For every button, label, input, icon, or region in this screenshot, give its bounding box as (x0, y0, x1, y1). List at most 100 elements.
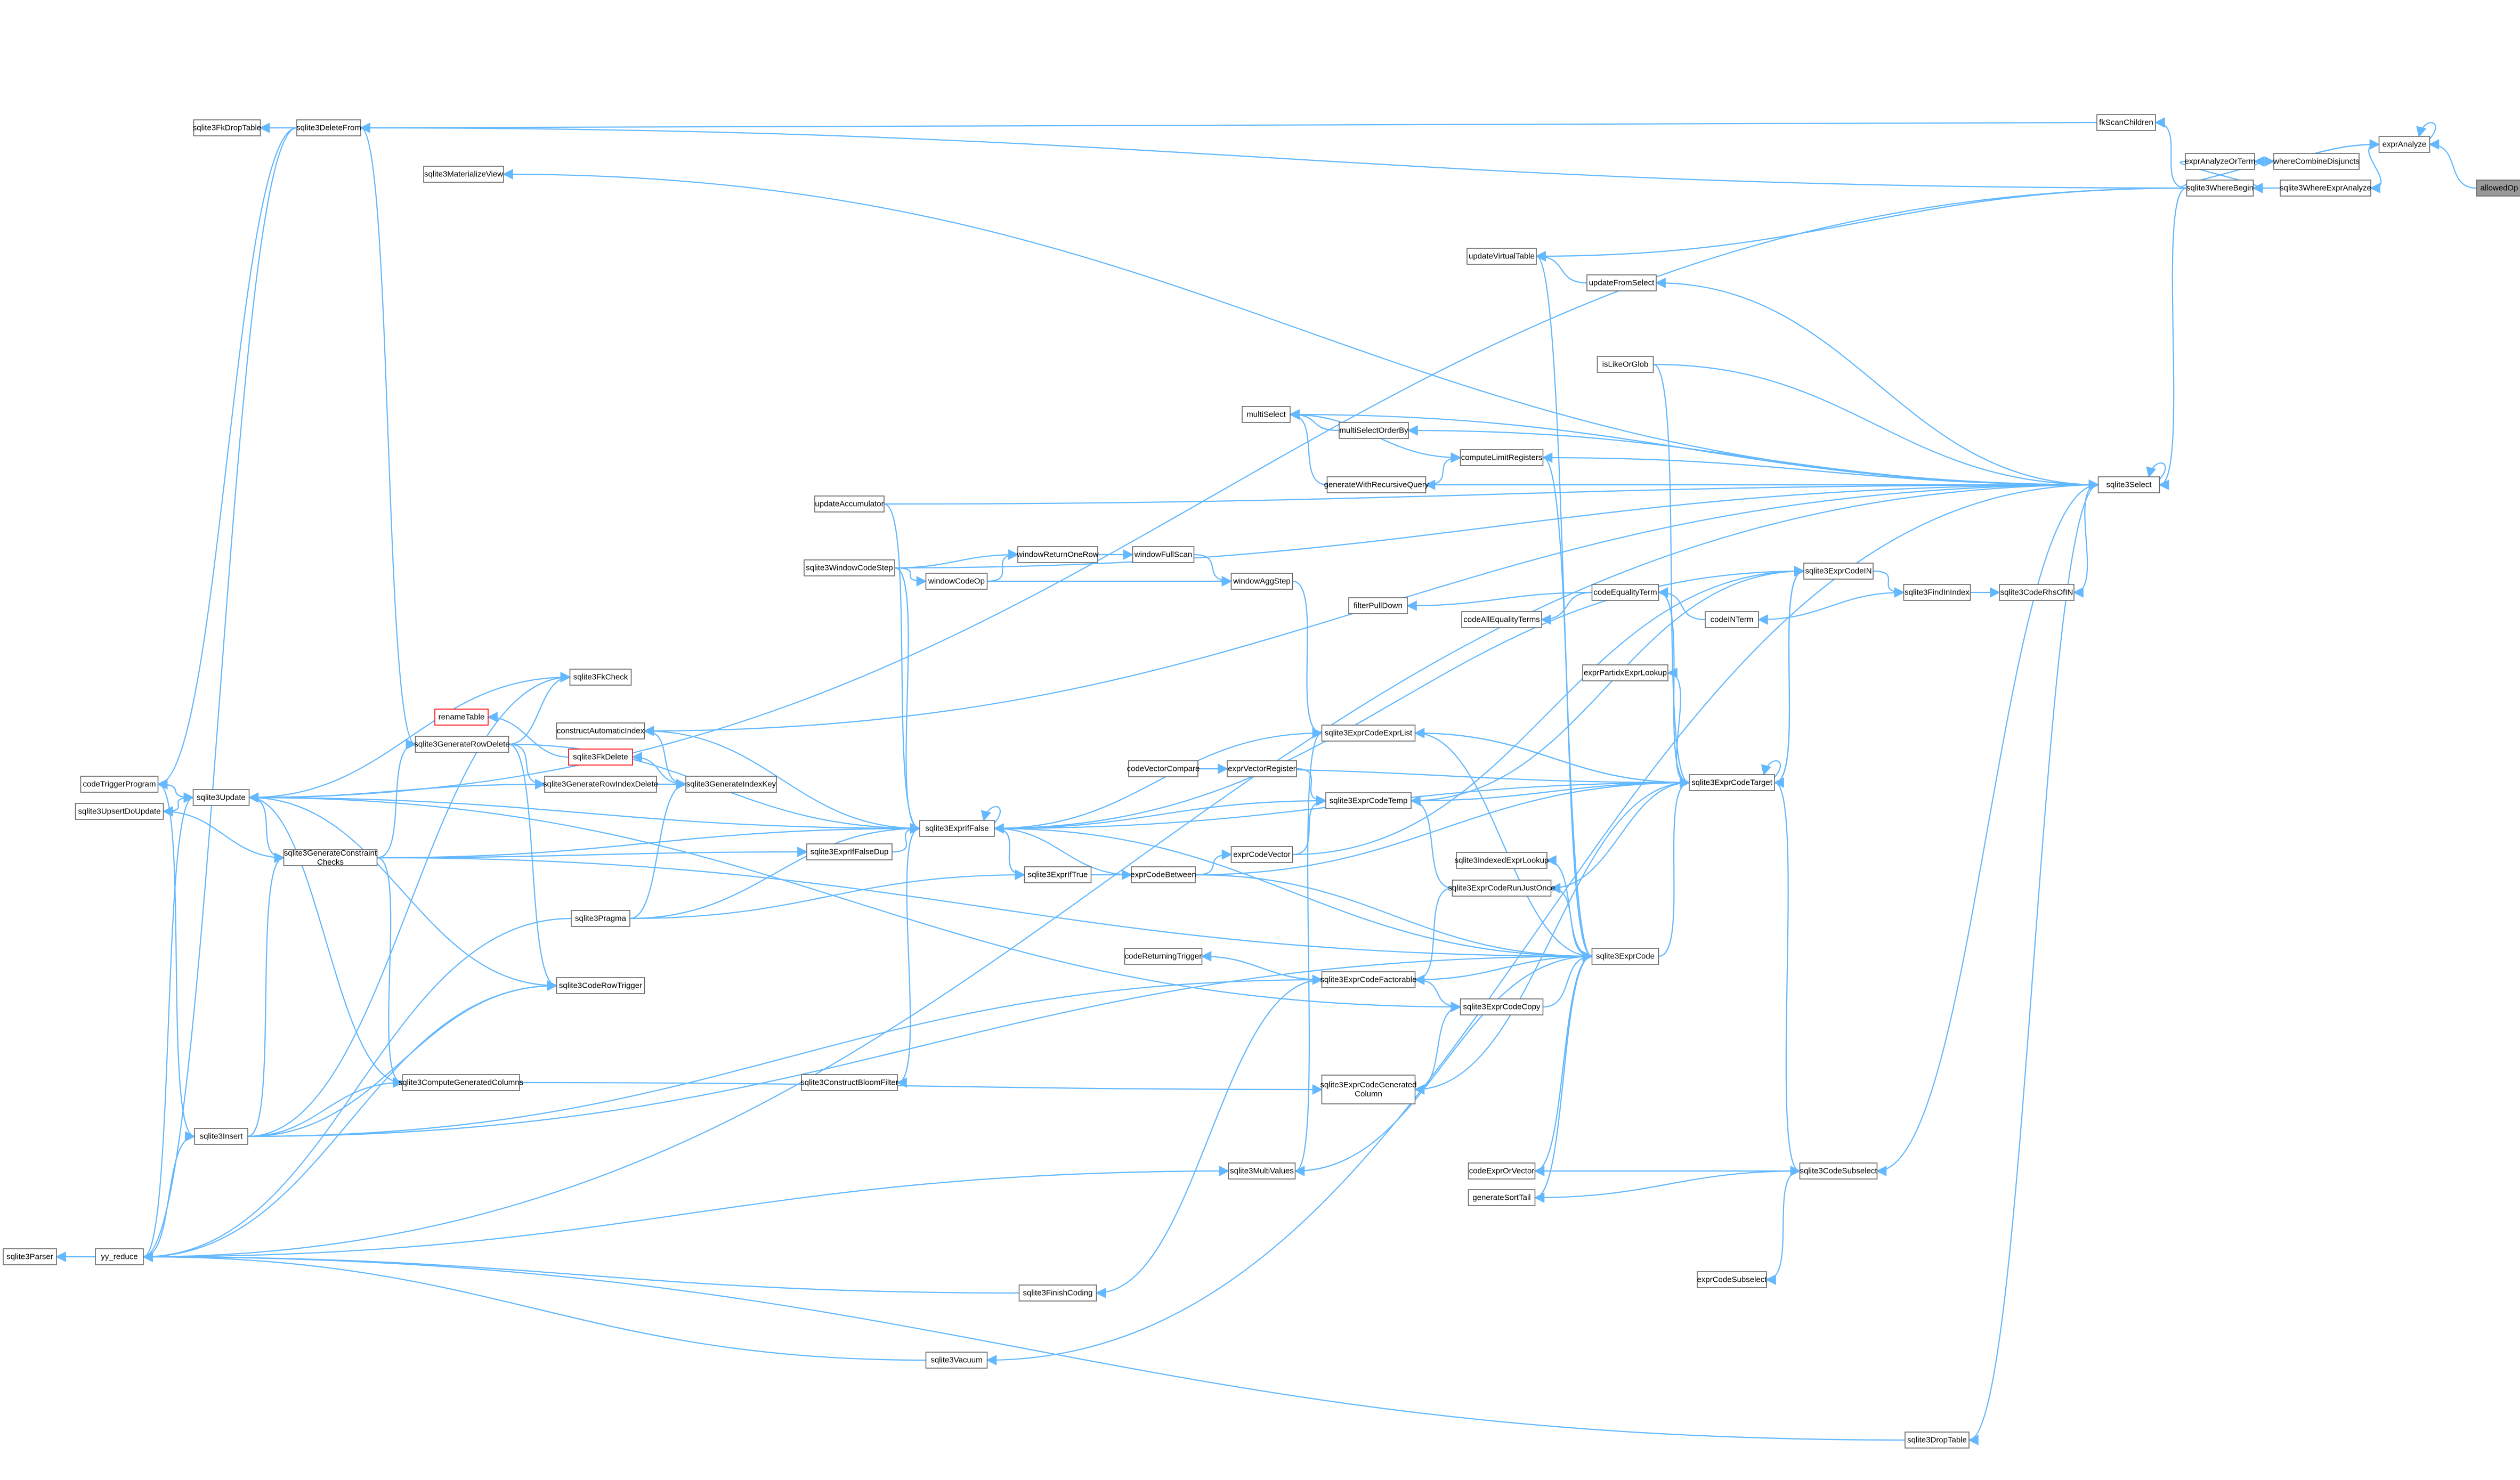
node-windowCodeOp[interactable]: windowCodeOp (925, 573, 988, 590)
node-sqlite3ExprCodeIN[interactable]: sqlite3ExprCodeIN (1803, 563, 1874, 580)
node-sqlite3FkDropTable[interactable]: sqlite3FkDropTable (193, 119, 261, 136)
node-codeAllEqualityTerms[interactable]: codeAllEqualityTerms (1461, 611, 1542, 628)
node-label: yy_reduce (101, 1253, 137, 1262)
node-windowReturnOneRow[interactable]: windowReturnOneRow (1016, 546, 1099, 563)
node-sqlite3GenerateRowDelete[interactable]: sqlite3GenerateRowDelete (414, 736, 510, 753)
node-sqlite3CodeRowTrigger[interactable]: sqlite3CodeRowTrigger (556, 977, 645, 994)
node-windowFullScan[interactable]: windowFullScan (1132, 546, 1195, 563)
node-sqlite3UpsertDoUpdate[interactable]: sqlite3UpsertDoUpdate (75, 803, 164, 820)
node-label: sqlite3WhereExprAnalyze (2280, 184, 2371, 193)
node-exprVectorRegister[interactable]: exprVectorRegister (1227, 760, 1297, 777)
node-updateAccumulator[interactable]: updateAccumulator (814, 495, 885, 513)
node-codeReturningTrigger[interactable]: codeReturningTrigger (1124, 948, 1203, 965)
node-sqlite3DropTable[interactable]: sqlite3DropTable (1905, 1432, 1970, 1449)
node-codeVectorCompare[interactable]: codeVectorCompare (1127, 760, 1200, 777)
node-multiSelectOrderBy[interactable]: multiSelectOrderBy (1339, 422, 1409, 439)
node-isLikeOrGlob[interactable]: isLikeOrGlob (1597, 356, 1654, 373)
node-exprCodeVector[interactable]: exprCodeVector (1230, 846, 1293, 863)
node-computeLimitRegisters[interactable]: computeLimitRegisters (1460, 449, 1544, 466)
node-sqlite3WhereExprAnalyze[interactable]: sqlite3WhereExprAnalyze (2280, 180, 2371, 197)
node-generateWithRecursiveQuery[interactable]: generateWithRecursiveQuery (1324, 476, 1429, 493)
node-sqlite3Select[interactable]: sqlite3Select (2097, 476, 2160, 493)
node-sqlite3GenerateIndexKey[interactable]: sqlite3GenerateIndexKey (685, 776, 777, 793)
node-sqlite3MultiValues[interactable]: sqlite3MultiValues (1228, 1162, 1296, 1180)
node-exprAnalyzeOrTerm[interactable]: exprAnalyzeOrTerm (2185, 153, 2256, 170)
node-whereCombineDisjuncts[interactable]: whereCombineDisjuncts (2273, 153, 2360, 170)
node-generateSortTail[interactable]: generateSortTail (1468, 1189, 1536, 1206)
node-label: sqlite3DeleteFrom (296, 124, 361, 133)
node-sqlite3Insert[interactable]: sqlite3Insert (194, 1128, 248, 1145)
node-sqlite3CodeSubselect[interactable]: sqlite3CodeSubselect (1799, 1162, 1877, 1180)
node-sqlite3ExprIfTrue[interactable]: sqlite3ExprIfTrue (1024, 866, 1092, 883)
node-sqlite3ExprCodeRunJustOnce[interactable]: sqlite3ExprCodeRunJustOnce (1448, 880, 1555, 897)
node-label: Column (1355, 1089, 1382, 1099)
node-label: exprAnalyzeOrTerm (2185, 157, 2256, 166)
node-box (2378, 136, 2430, 153)
node-constructAutomaticIndex[interactable]: constructAutomaticIndex (556, 722, 645, 739)
edge-sqlite3ExprCodeTarget-to-codeEqualityTerm (1658, 591, 1690, 788)
node-box (296, 119, 361, 136)
edge-sqlite3GenerateRowIndexDelete-to-sqlite3Update (249, 779, 546, 799)
edge-exprCodeSubselect-to-sqlite3CodeSubselect (1765, 1170, 1800, 1285)
node-windowAggStep[interactable]: windowAggStep (1230, 573, 1293, 590)
node-sqlite3Update[interactable]: sqlite3Update (192, 789, 250, 806)
node-sqlite3DeleteFrom[interactable]: sqlite3DeleteFrom (296, 119, 361, 136)
node-sqlite3ExprCodeTemp[interactable]: sqlite3ExprCodeTemp (1325, 792, 1412, 809)
node-label: sqlite3CodeRhsOfIN (2000, 588, 2073, 597)
node-sqlite3IndexedExprLookup[interactable]: sqlite3IndexedExprLookup (1455, 852, 1549, 869)
node-renameTable[interactable]: renameTable (434, 709, 489, 726)
node-sqlite3Vacuum[interactable]: sqlite3Vacuum (925, 1352, 988, 1369)
node-sqlite3Pragma[interactable]: sqlite3Pragma (571, 910, 630, 927)
node-box (568, 749, 633, 766)
node-box (1468, 1162, 1536, 1180)
node-fkScanChildren[interactable]: fkScanChildren (2096, 114, 2156, 131)
node-codeTriggerProgram[interactable]: codeTriggerProgram (80, 776, 159, 793)
node-sqlite3FinishCoding[interactable]: sqlite3FinishCoding (1018, 1284, 1097, 1302)
node-box (685, 776, 777, 793)
node-sqlite3ExprCodeTarget[interactable]: sqlite3ExprCodeTarget (1689, 774, 1775, 791)
node-sqlite3CodeRhsOfIN[interactable]: sqlite3CodeRhsOfIN (1999, 584, 2075, 601)
node-sqlite3WhereBegin[interactable]: sqlite3WhereBegin (2186, 180, 2254, 197)
node-sqlite3ExprCodeCopy[interactable]: sqlite3ExprCodeCopy (1460, 998, 1544, 1015)
node-sqlite3FindInIndex[interactable]: sqlite3FindInIndex (1903, 584, 1971, 601)
node-updateVirtualTable[interactable]: updateVirtualTable (1466, 248, 1537, 265)
node-sqlite3ExprIfFalse[interactable]: sqlite3ExprIfFalse (919, 820, 995, 837)
node-box (1456, 852, 1547, 869)
node-sqlite3ExprCodeFactorable[interactable]: sqlite3ExprCodeFactorable (1320, 971, 1417, 988)
node-label: windowFullScan (1134, 550, 1192, 559)
node-sqlite3ExprCode[interactable]: sqlite3ExprCode (1591, 948, 1659, 965)
node-label: sqlite3ExprCodeGenerated (1320, 1080, 1417, 1089)
node-label: constructAutomaticIndex (557, 727, 645, 736)
node-updateFromSelect[interactable]: updateFromSelect (1586, 274, 1657, 291)
node-exprCodeSubselect[interactable]: exprCodeSubselect (1697, 1271, 1768, 1288)
node-exprAnalyze[interactable]: exprAnalyze (2378, 136, 2430, 153)
node-sqlite3ExprIfFalseDup[interactable]: sqlite3ExprIfFalseDup (806, 843, 893, 860)
edge-updateVirtualTable-to-sqlite3WhereBegin (1535, 187, 2187, 262)
node-codeINTerm[interactable]: codeINTerm (1705, 611, 1759, 628)
node-box (1230, 846, 1293, 863)
node-filterPullDown[interactable]: filterPullDown (1348, 597, 1408, 614)
node-box (1591, 584, 1659, 601)
node-box (925, 573, 988, 590)
node-sqlite3MaterializeView[interactable]: sqlite3MaterializeView (423, 166, 504, 183)
node-label: sqlite3GenerateConstraint (284, 849, 377, 858)
node-codeEqualityTerm[interactable]: codeEqualityTerm (1591, 584, 1659, 601)
node-sqlite3Parser[interactable]: sqlite3Parser (3, 1248, 57, 1265)
node-sqlite3WindowCodeStep[interactable]: sqlite3WindowCodeStep (804, 559, 895, 576)
node-sqlite3GenerateRowIndexDelete[interactable]: sqlite3GenerateRowIndexDelete (543, 776, 658, 793)
node-sqlite3ConstructBloomFilter[interactable]: sqlite3ConstructBloomFilter (800, 1074, 898, 1091)
node-box (1230, 573, 1293, 590)
node-sqlite3ComputeGeneratedColumns[interactable]: sqlite3ComputeGeneratedColumns (399, 1074, 523, 1091)
node-sqlite3FkDelete[interactable]: sqlite3FkDelete (568, 749, 633, 766)
node-exprPartidxExprLookup[interactable]: exprPartidxExprLookup (1582, 664, 1668, 681)
edge-sqlite3WhereBegin-to-exprAnalyzeOrTerm (2179, 160, 2263, 193)
node-allowedOp[interactable]: allowedOp (2476, 180, 2520, 197)
node-codeExprOrVector[interactable]: codeExprOrVector (1468, 1162, 1536, 1180)
node-exprCodeBetween[interactable]: exprCodeBetween (1130, 866, 1196, 883)
node-sqlite3ExprCodeExprList[interactable]: sqlite3ExprCodeExprList (1321, 725, 1416, 742)
node-multiSelect[interactable]: multiSelect (1242, 406, 1291, 423)
node-yy_reduce[interactable]: yy_reduce (95, 1248, 144, 1265)
node-sqlite3FkCheck[interactable]: sqlite3FkCheck (569, 669, 632, 686)
